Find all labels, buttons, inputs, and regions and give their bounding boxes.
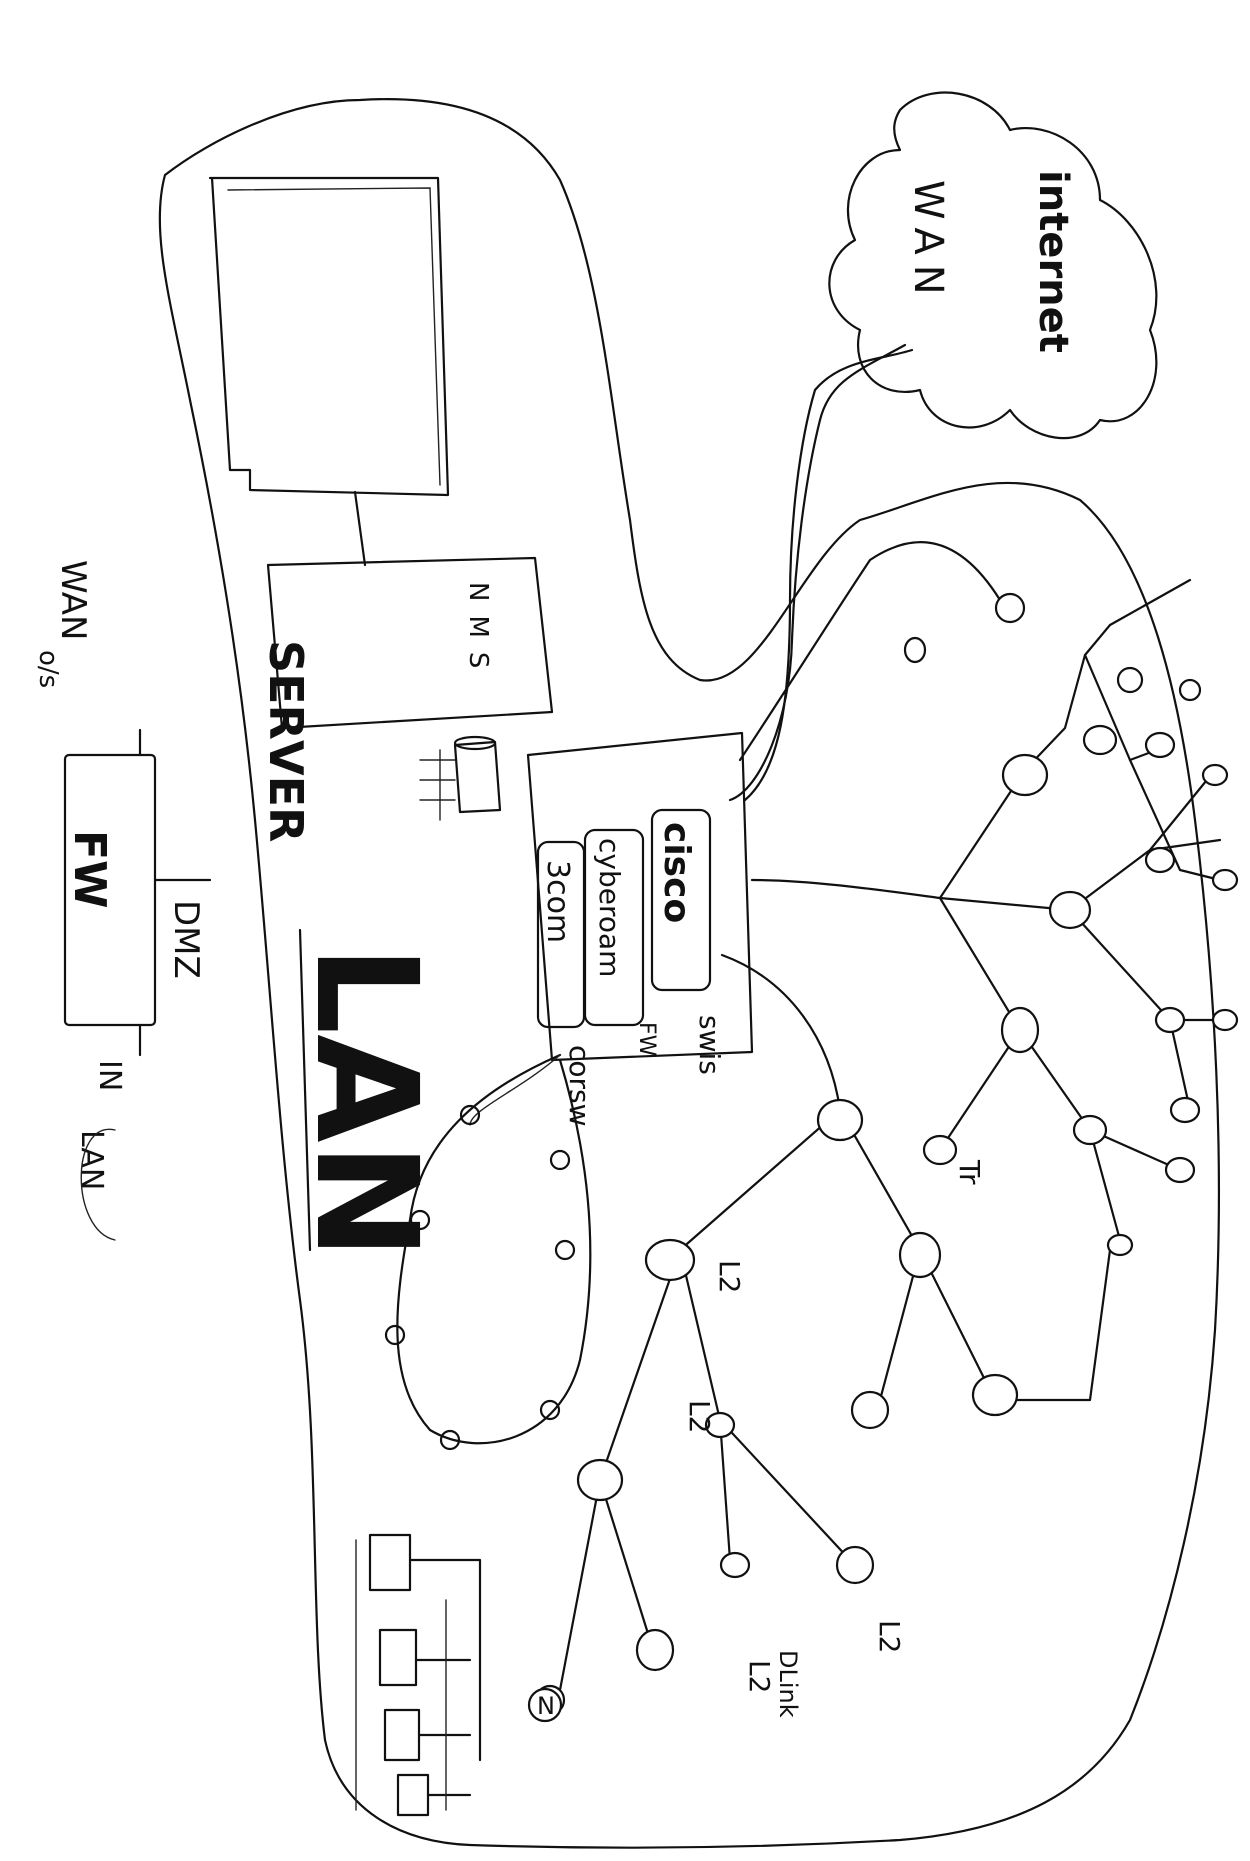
internet-cloud: internet WAN <box>829 93 1156 439</box>
tree-right: Tr <box>905 580 1237 1400</box>
dlink-label: DLink <box>774 1650 802 1718</box>
threecom-label: 3com <box>540 860 575 943</box>
tree-middle: L2 L2 L2 L2 DLink <box>536 955 1017 1718</box>
cyberoam-label: cyberoam <box>593 838 626 977</box>
tree-tr-label: Tr <box>953 1159 986 1185</box>
wan-link <box>745 350 912 800</box>
server-box: SERVER NMS <box>259 558 552 842</box>
cisco-label: cisco <box>656 822 697 923</box>
rack-box: cisco cyberoam 3com <box>528 733 752 1060</box>
tree-l2-label-c: L2 <box>873 1620 906 1653</box>
tree-l2-label-b: L2 <box>683 1400 716 1433</box>
legend-in: IN <box>92 1060 127 1091</box>
server-stack-label: NMS <box>463 582 493 682</box>
legend-os: o/s <box>33 650 63 688</box>
client-devices: N <box>356 1535 561 1815</box>
tree-l2-label-a: L2 <box>713 1260 746 1293</box>
legend-dmz: DMZ <box>166 900 206 979</box>
n-mark: N <box>537 1692 555 1720</box>
server-label: SERVER <box>259 640 313 842</box>
internet-label: internet <box>1030 170 1076 353</box>
switch-label: swis <box>693 1015 726 1075</box>
wan-label: WAN <box>905 180 951 305</box>
tree-l2-label-d: L2 <box>743 1660 776 1693</box>
monitor <box>210 178 448 495</box>
cylinder <box>420 737 500 820</box>
legend-fw: FW <box>64 830 115 909</box>
fw-small-label: FW <box>634 1022 659 1057</box>
firewall-legend: FW WAN o/s DMZ IN LAN <box>33 560 210 1240</box>
legend-wan: WAN <box>53 560 93 640</box>
